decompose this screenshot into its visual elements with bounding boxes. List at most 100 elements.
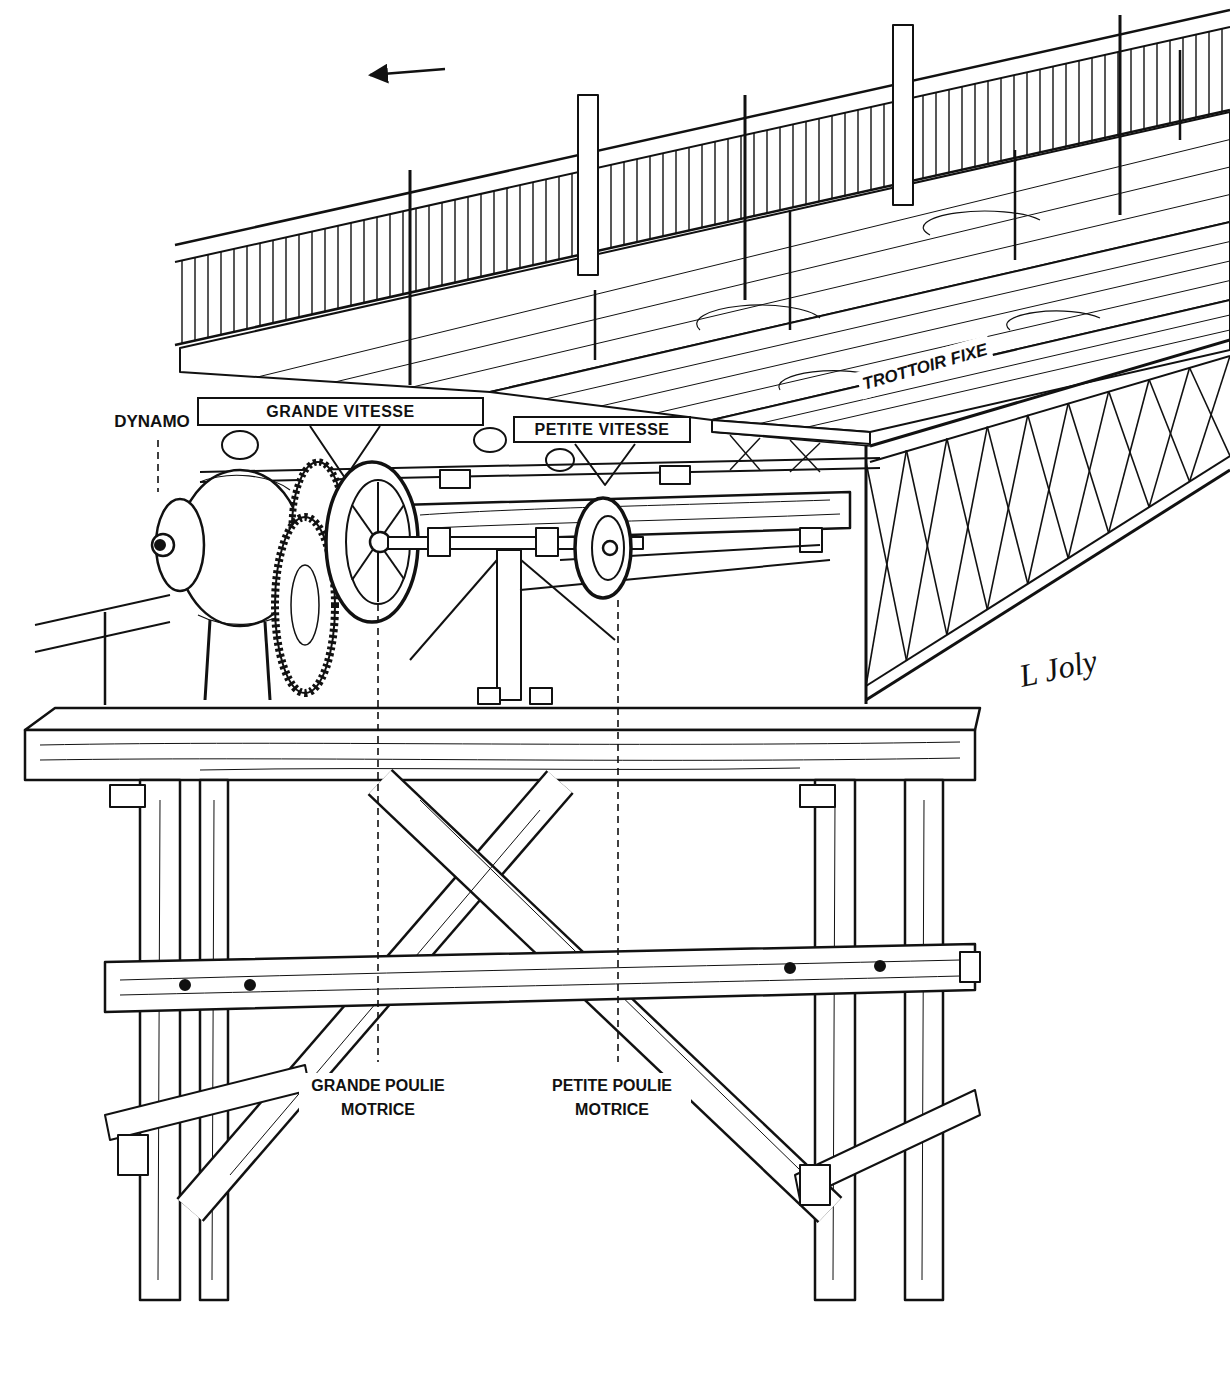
drawing-line <box>740 136 741 219</box>
drawing-line <box>831 116 832 199</box>
drawing-line <box>233 249 234 332</box>
drawing-line <box>594 290 597 360</box>
drawing-line <box>1221 29 1222 112</box>
drawing-line <box>1065 64 1066 147</box>
drawing-line <box>207 255 208 338</box>
drawing-line <box>766 130 767 213</box>
drawing-line <box>790 440 820 472</box>
drawing-g <box>25 10 1230 1300</box>
drawing-line <box>35 595 170 625</box>
drawing-line <box>727 139 728 222</box>
drawing-line <box>350 223 351 306</box>
plate-text: GRANDE VITESSE <box>266 403 414 421</box>
drawing-ellipse <box>575 498 631 598</box>
drawing-line <box>974 84 975 167</box>
drawing-g <box>120 960 960 995</box>
drawing-line <box>370 69 445 75</box>
drawing-line <box>866 450 906 686</box>
plate-label: PETITE VITESSE <box>513 416 691 443</box>
drawing-g <box>420 500 840 528</box>
drawing-line <box>467 197 468 280</box>
drawing-rect <box>118 1135 148 1175</box>
drawing-line <box>714 142 715 225</box>
drawing-line <box>415 208 416 291</box>
drawing-line <box>158 800 160 1280</box>
drawing-polygon <box>105 1065 310 1140</box>
drawing-line <box>906 450 946 635</box>
drawing-line <box>688 148 689 231</box>
drawing-line <box>546 242 1230 400</box>
drawing-path <box>923 211 1040 235</box>
drawing-line <box>753 133 754 216</box>
part-label: GRANDE POULIE MOTRICE <box>299 1073 457 1123</box>
plate-text: PETITE VITESSE <box>534 421 669 439</box>
drawing-line <box>790 443 820 472</box>
drawing-rect <box>800 1165 830 1205</box>
drawing-line <box>519 185 520 268</box>
drawing-line <box>833 800 835 1280</box>
drawing-rect <box>110 785 145 807</box>
drawing-line <box>922 95 923 178</box>
drawing-line <box>1068 391 1108 558</box>
drawing-line <box>1149 368 1189 507</box>
drawing-line <box>377 604 379 1062</box>
drawing-circle <box>603 541 617 555</box>
drawing-path <box>200 475 290 490</box>
drawing-ellipse <box>474 428 506 452</box>
drawing-line <box>376 217 377 300</box>
drawing-rect <box>905 780 943 1300</box>
drawing-line <box>1028 415 1068 558</box>
drawing-g <box>712 432 870 472</box>
drawing-line <box>636 159 637 242</box>
drawing-line <box>675 150 676 233</box>
drawing-line <box>285 237 286 320</box>
drawing-line <box>571 174 572 257</box>
drawing-line <box>1182 37 1183 120</box>
drawing-line <box>1000 78 1001 161</box>
drawing-ellipse <box>546 449 574 471</box>
part-label: PETITE POULIE MOTRICE <box>533 1073 691 1123</box>
drawing-line <box>1109 380 1149 533</box>
drawing-path <box>40 758 960 760</box>
drawing-line <box>857 110 858 193</box>
drawing-g <box>40 742 960 770</box>
drawing-line <box>545 179 546 262</box>
drawing-line <box>157 440 159 492</box>
drawing-line <box>662 153 663 236</box>
drawing-path <box>1007 311 1100 330</box>
drawing-line <box>272 240 273 323</box>
drawing-polygon <box>105 944 975 1012</box>
drawing-line <box>987 415 1027 609</box>
drawing-line <box>205 620 210 700</box>
drawing-rect <box>536 528 558 556</box>
drawing-line <box>311 231 312 314</box>
drawing-line <box>623 162 624 245</box>
drawing-line <box>922 800 924 1280</box>
drawing-line <box>906 438 946 660</box>
drawing-polygon <box>490 222 1230 420</box>
drawing-line <box>805 121 806 204</box>
drawing-rect <box>578 95 598 275</box>
drawing-line <box>789 210 792 330</box>
drawing-line <box>1014 150 1017 260</box>
drawing-line <box>701 145 702 228</box>
part-label: DYNAMO <box>110 408 194 436</box>
drawing-rect <box>440 470 470 488</box>
drawing-line <box>246 246 247 329</box>
drawing-line <box>1208 32 1209 115</box>
drawing-line <box>947 427 987 635</box>
drawing-line <box>493 191 494 274</box>
plate-label: GRANDE VITESSE <box>197 397 484 426</box>
drawing-path <box>40 742 960 745</box>
drawing-line <box>410 560 497 660</box>
drawing-line <box>506 188 507 271</box>
drawing-line <box>35 622 170 652</box>
drawing-line <box>948 90 949 173</box>
drawing-line <box>818 119 819 202</box>
drawing-line <box>363 220 364 303</box>
drawing-line <box>870 107 871 190</box>
drawing-line <box>1068 403 1108 533</box>
drawing-path <box>120 976 960 995</box>
drawing-rect <box>200 780 228 1300</box>
